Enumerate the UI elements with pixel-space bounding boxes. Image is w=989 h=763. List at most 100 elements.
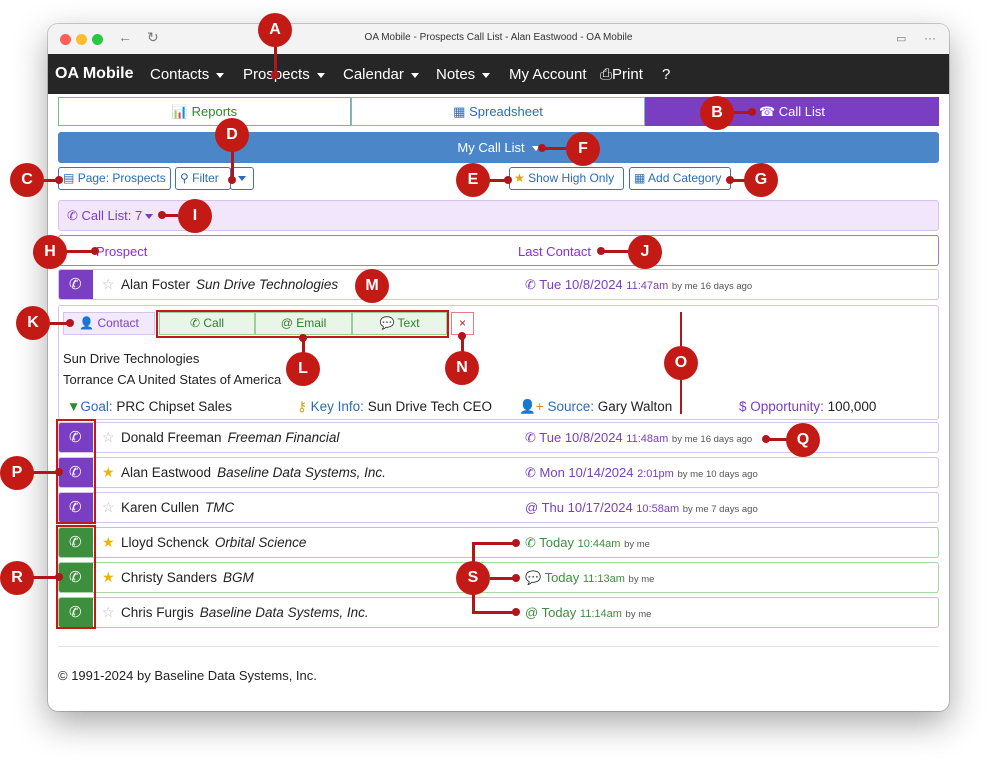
prospect-column-header[interactable]: Prospect <box>96 244 148 259</box>
nav-help[interactable]: ? <box>662 66 671 83</box>
last-contact[interactable]: ✆ Tue 10/8/2024 11:48am by me 16 days ag… <box>525 430 753 445</box>
add-user-icon: 👤+ <box>519 399 544 414</box>
log-call-button[interactable]: ✆ <box>59 493 93 522</box>
minimize-window-icon[interactable] <box>76 34 87 45</box>
phone-icon: ✆ <box>69 464 82 481</box>
at-icon: @ <box>525 500 539 515</box>
close-window-icon[interactable] <box>60 34 71 45</box>
log-call-button[interactable]: ✆ <box>59 563 93 592</box>
footer-divider <box>58 646 939 647</box>
call-list-count[interactable]: ✆ Call List: 7 <box>67 208 154 224</box>
last-contact[interactable]: ✆ Tue 10/8/2024 11:47am by me 16 days ag… <box>525 277 753 292</box>
marker-n: N <box>445 351 479 385</box>
dollar-icon: $ <box>739 399 747 414</box>
document-icon: ▤ <box>63 171 75 185</box>
opportunity-field: $ Opportunity: 100,000 <box>739 399 877 414</box>
view-tabs: 📊 Reports ▦ Spreadsheet ☎ Call List <box>58 97 939 127</box>
marker-o: O <box>664 346 698 380</box>
nav-calendar[interactable]: Calendar <box>343 66 419 83</box>
chat-bubble-icon: 💬 <box>525 570 542 585</box>
log-call-button[interactable]: ✆ <box>59 598 93 627</box>
zoom-window-icon[interactable] <box>92 34 103 45</box>
title-bar: ← ↻ OA Mobile - Prospects Call List - Al… <box>48 24 949 55</box>
last-contact[interactable]: @ Thu 10/17/2024 10:58am by me 7 days ag… <box>525 500 758 515</box>
last-contact[interactable]: ✆ Today 10:44am by me <box>525 535 650 550</box>
detail-tab-text[interactable]: 💬 Text <box>352 312 447 335</box>
chevron-down-icon <box>531 146 540 152</box>
show-high-only-button[interactable]: ★ Show High Only <box>509 167 624 190</box>
last-contact-column-header[interactable]: Last Contact <box>518 244 591 259</box>
add-category-button[interactable]: ▦ Add Category <box>629 167 731 190</box>
reload-icon[interactable]: ↻ <box>147 29 159 45</box>
marker-h: H <box>33 235 67 269</box>
phone-icon: ✆ <box>69 569 82 586</box>
filter-button[interactable]: ⚲ Filter <box>175 167 231 190</box>
tab-spreadsheet[interactable]: ▦ Spreadsheet <box>351 97 645 126</box>
nav-prospects[interactable]: Prospects <box>243 66 325 83</box>
star-icon[interactable]: ★ <box>102 464 115 480</box>
star-icon[interactable]: ☆ <box>102 499 115 515</box>
phone-icon: ✆ <box>525 277 536 292</box>
star-icon[interactable]: ★ <box>102 534 115 550</box>
back-arrow-icon[interactable]: ← <box>118 29 132 45</box>
log-call-button[interactable]: ✆ <box>59 423 93 452</box>
nav-contacts[interactable]: Contacts <box>150 66 225 83</box>
marker-k: K <box>16 306 50 340</box>
marker-d: D <box>215 118 249 152</box>
chevron-down-icon <box>482 72 491 78</box>
marker-b: B <box>700 96 734 130</box>
phone-icon: ✆ <box>69 499 82 516</box>
phone-icon: ✆ <box>69 276 82 293</box>
detail-tab-contact[interactable]: 👤 Contact <box>63 312 155 335</box>
log-call-button[interactable]: ✆ <box>59 270 93 299</box>
tab-reports[interactable]: 📊 Reports <box>58 97 351 126</box>
last-contact[interactable]: @ Today 11:14am by me <box>525 605 652 620</box>
star-icon[interactable]: ★ <box>102 569 115 585</box>
at-icon: @ <box>280 316 293 330</box>
star-icon[interactable]: ☆ <box>102 604 115 620</box>
cast-icon[interactable]: ▭ <box>896 33 907 45</box>
more-menu-icon[interactable]: ··· <box>924 31 936 45</box>
marker-a: A <box>258 13 292 47</box>
last-contact[interactable]: 💬 Today 11:13am by me <box>525 570 655 585</box>
last-contact[interactable]: ✆ Mon 10/14/2024 2:01pm by me 10 days ag… <box>525 465 758 480</box>
window-title: OA Mobile - Prospects Call List - Alan E… <box>364 32 633 43</box>
log-call-button[interactable]: ✆ <box>59 528 93 557</box>
key-info-field: ⚷ Key Info: Sun Drive Tech CEO <box>297 399 493 414</box>
nav-my-account[interactable]: My Account <box>509 66 587 83</box>
star-icon[interactable]: ☆ <box>102 276 115 292</box>
main-nav: OA Mobile Contacts Prospects Calendar No… <box>48 54 949 94</box>
detail-company: Sun Drive Technologies <box>63 351 200 366</box>
marker-r: R <box>0 561 34 595</box>
call-list-selector[interactable]: My Call List <box>58 132 939 163</box>
marker-m: M <box>355 269 389 303</box>
nav-notes[interactable]: Notes <box>436 66 491 83</box>
nav-print[interactable]: ⎙Print <box>600 66 643 83</box>
tab-call-list[interactable]: ☎ Call List <box>645 97 939 126</box>
at-icon: @ <box>525 605 539 620</box>
star-icon[interactable]: ☆ <box>102 429 115 445</box>
detail-tab-call[interactable]: ✆ Call <box>159 312 255 335</box>
funnel-icon: ▼ <box>67 399 81 414</box>
table-icon: ▦ <box>634 171 646 185</box>
phone-icon: ✆ <box>69 534 82 551</box>
log-call-button[interactable]: ✆ <box>59 458 93 487</box>
star-icon: ★ <box>514 171 525 185</box>
brand-logo[interactable]: OA Mobile <box>55 65 134 82</box>
page-prospects-button[interactable]: ▤ Page: Prospects <box>58 167 171 190</box>
chevron-down-icon <box>238 176 246 182</box>
